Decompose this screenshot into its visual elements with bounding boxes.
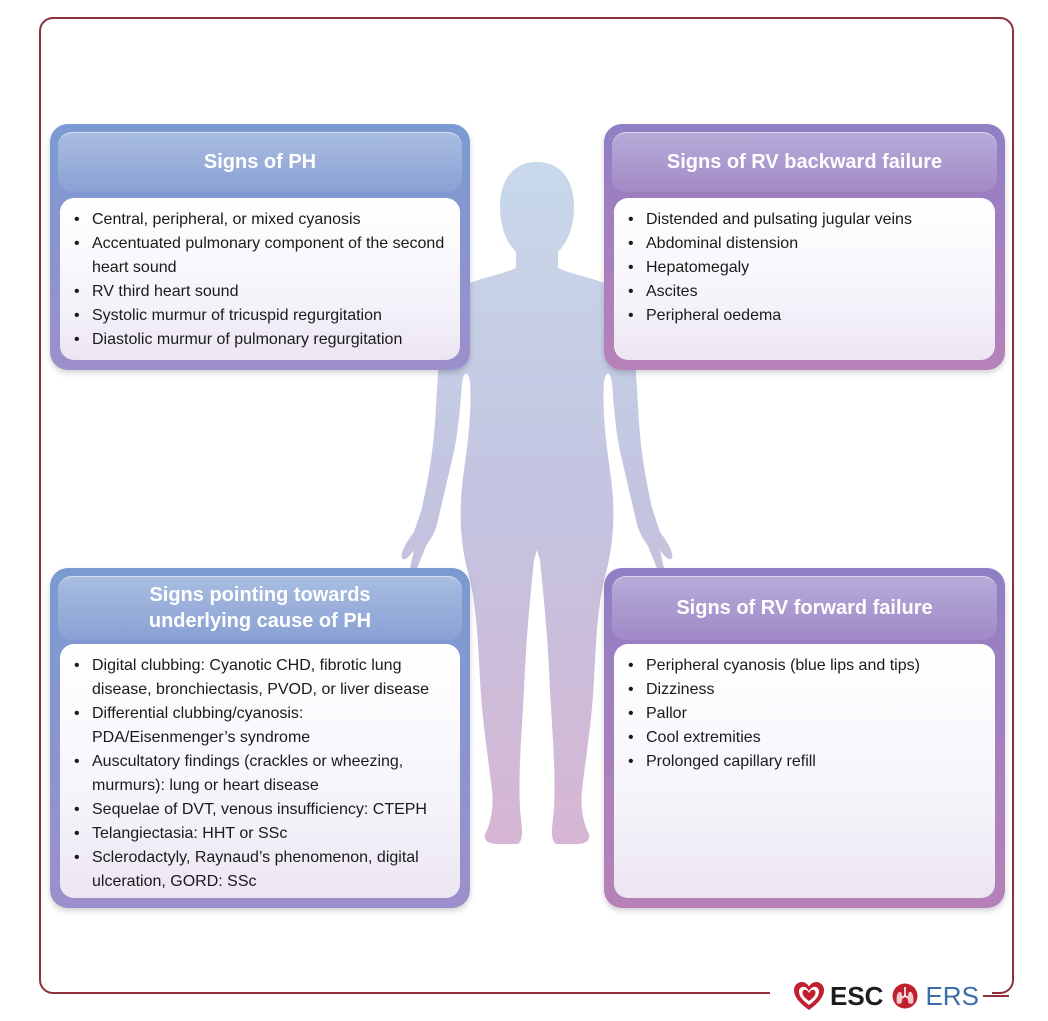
panel-rv-forward-failure: Signs of RV forward failure Peripheral c…	[604, 568, 1005, 908]
panel-title-line1: Signs pointing towards	[149, 584, 371, 606]
esc-logo-text: ESC	[830, 980, 884, 1011]
list-item: Hepatomegaly	[628, 256, 985, 280]
list-item: Pallor	[628, 702, 985, 726]
panel-title-line2: underlying cause of PH	[148, 610, 372, 632]
panel-title-text: Signs of PH	[203, 151, 317, 173]
list-item: Distended and pulsating jugular veins	[628, 208, 985, 232]
list-item: Dizziness	[628, 678, 985, 702]
list-item: Telangiectasia: HHT or SSc	[74, 822, 450, 846]
list-item: Central, peripheral, or mixed cyanosis	[74, 208, 450, 232]
list-item: Prolonged capillary refill	[628, 750, 985, 774]
panel-underlying-cause: Signs pointing towards underlying cause …	[50, 568, 470, 908]
panel-title-signs-of-ph: Signs of PH	[58, 132, 462, 192]
underlying-cause-list: Digital clubbing: Cyanotic CHD, fibrotic…	[60, 644, 460, 898]
rv-backward-failure-list: Distended and pulsating jugular veins Ab…	[614, 198, 995, 360]
ers-lungs-icon	[892, 983, 918, 1009]
list-item: Digital clubbing: Cyanotic CHD, fibrotic…	[74, 654, 450, 702]
panel-title-text: Signs of RV forward failure	[676, 597, 933, 619]
panel-title-text: Signs of RV backward failure	[666, 151, 943, 173]
logo-frame-tail	[982, 995, 1009, 997]
panel-title-underlying-cause: Signs pointing towards underlying cause …	[58, 576, 462, 640]
list-item: Sclerodactyly, Raynaud’s phenomenon, dig…	[74, 846, 450, 894]
list-item: Cool extremities	[628, 726, 985, 750]
list-item: Differential clubbing/cyanosis: PDA/Eise…	[74, 702, 450, 750]
esc-heart-icon	[794, 982, 824, 1010]
list-item: Diastolic murmur of pulmonary regurgitat…	[74, 328, 450, 352]
list-item: Abdominal distension	[628, 232, 985, 256]
list-item: Peripheral cyanosis (blue lips and tips)	[628, 654, 985, 678]
list-item: Sequelae of DVT, venous insufficiency: C…	[74, 798, 450, 822]
ers-logo-text: ERS	[925, 980, 979, 1011]
signs-of-ph-list: Central, peripheral, or mixed cyanosis A…	[60, 198, 460, 360]
panel-title-rv-forward-failure: Signs of RV forward failure	[612, 576, 997, 640]
panel-rv-backward-failure: Signs of RV backward failure Distended a…	[604, 124, 1005, 370]
panel-title-rv-backward-failure: Signs of RV backward failure	[612, 132, 997, 192]
panel-signs-of-ph: Signs of PH Central, peripheral, or mixe…	[50, 124, 470, 370]
list-item: Ascites	[628, 280, 985, 304]
list-item: Accentuated pulmonary component of the s…	[74, 232, 450, 280]
esc-ers-logo: ESC ERS	[792, 976, 1009, 1016]
list-item: Auscultatory findings (crackles or wheez…	[74, 750, 450, 798]
list-item: Peripheral oedema	[628, 304, 985, 328]
list-item: RV third heart sound	[74, 280, 450, 304]
rv-forward-failure-list: Peripheral cyanosis (blue lips and tips)…	[614, 644, 995, 898]
list-item: Systolic murmur of tricuspid regurgitati…	[74, 304, 450, 328]
